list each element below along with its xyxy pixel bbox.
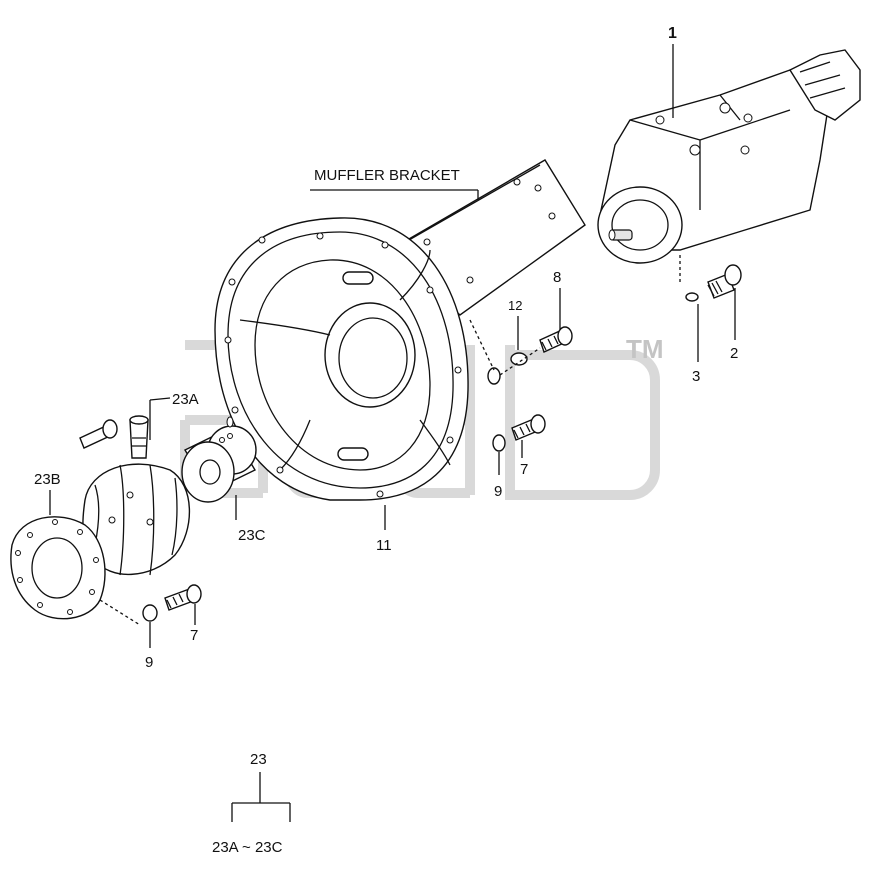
label-part-3: 3 (692, 368, 700, 385)
housing-bolt-lower (511, 414, 546, 441)
label-part-2: 2 (730, 345, 738, 362)
label-part-7-right: 7 (520, 461, 528, 478)
label-part-12: 12 (508, 298, 522, 313)
label-group-range: 23A ~ 23C (212, 839, 283, 856)
coupling-element (79, 415, 191, 576)
label-part-8: 8 (553, 269, 561, 286)
housing-washer-lower (492, 434, 506, 452)
label-part-9-left: 9 (145, 654, 153, 671)
coupling-hub (181, 416, 257, 503)
flange-washer (142, 604, 158, 622)
label-part-11: 11 (376, 537, 392, 554)
label-part-23c: 23C (238, 527, 266, 544)
label-part-23a: 23A (172, 391, 199, 408)
pump-washer (685, 292, 699, 302)
label-part-1: 1 (668, 25, 677, 42)
housing-spacer-12 (510, 352, 528, 366)
housing-washer-upper (487, 367, 501, 385)
label-muffler-bracket: MUFFLER BRACKET (314, 167, 460, 184)
flange-plate (10, 516, 106, 620)
housing-bolt-upper (539, 326, 573, 353)
label-part-23b: 23B (34, 471, 61, 488)
flywheel-housing (214, 159, 586, 501)
label-part-9-right: 9 (494, 483, 502, 500)
label-part-7-left: 7 (190, 627, 198, 644)
group-note: 23 23A ~ 23C (212, 751, 291, 856)
pump-assembly (597, 49, 861, 264)
label-part-23: 23 (250, 751, 267, 768)
pump-bolt (707, 264, 742, 299)
watermark-trademark: TM (626, 334, 664, 364)
flange-bolt (164, 584, 202, 611)
